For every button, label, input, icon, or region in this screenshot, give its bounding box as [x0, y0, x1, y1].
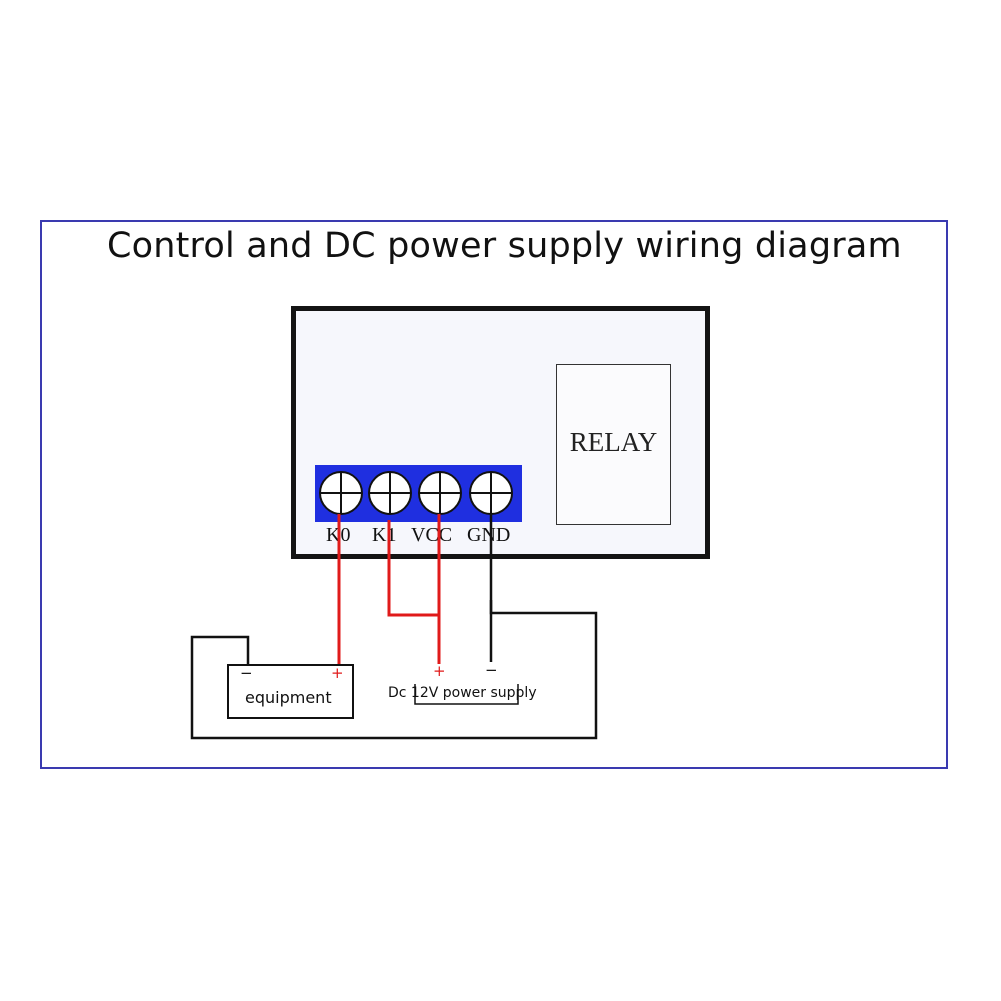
gnd-wire — [190, 515, 598, 740]
terminal-label-vcc: VCC — [411, 524, 453, 546]
screw-k1-icon — [368, 471, 412, 515]
equipment-plus-sign: + — [331, 664, 344, 682]
diagram-frame — [40, 220, 948, 769]
red-wires — [337, 514, 441, 664]
power-supply-minus-sign: − — [485, 661, 498, 679]
power-supply-plus-sign: + — [433, 662, 446, 680]
relay-component: RELAY — [556, 364, 671, 525]
equipment-box — [227, 664, 354, 719]
equipment-minus-sign: − — [240, 664, 253, 682]
diagram-title: Control and DC power supply wiring diagr… — [107, 226, 902, 266]
terminal-screws — [319, 471, 513, 515]
terminal-block — [315, 465, 522, 522]
terminal-label-gnd: GND — [467, 524, 511, 546]
black-wires — [190, 515, 598, 740]
relay-label: RELAY — [569, 427, 658, 457]
screw-gnd-icon — [469, 471, 513, 515]
power-supply-label: Dc 12V power supply — [388, 685, 537, 701]
screw-vcc-icon — [418, 471, 462, 515]
equipment-label: equipment — [245, 688, 332, 707]
screw-k0-icon — [319, 471, 363, 515]
psu-bracket — [414, 684, 519, 705]
k1-wire — [387, 520, 439, 617]
